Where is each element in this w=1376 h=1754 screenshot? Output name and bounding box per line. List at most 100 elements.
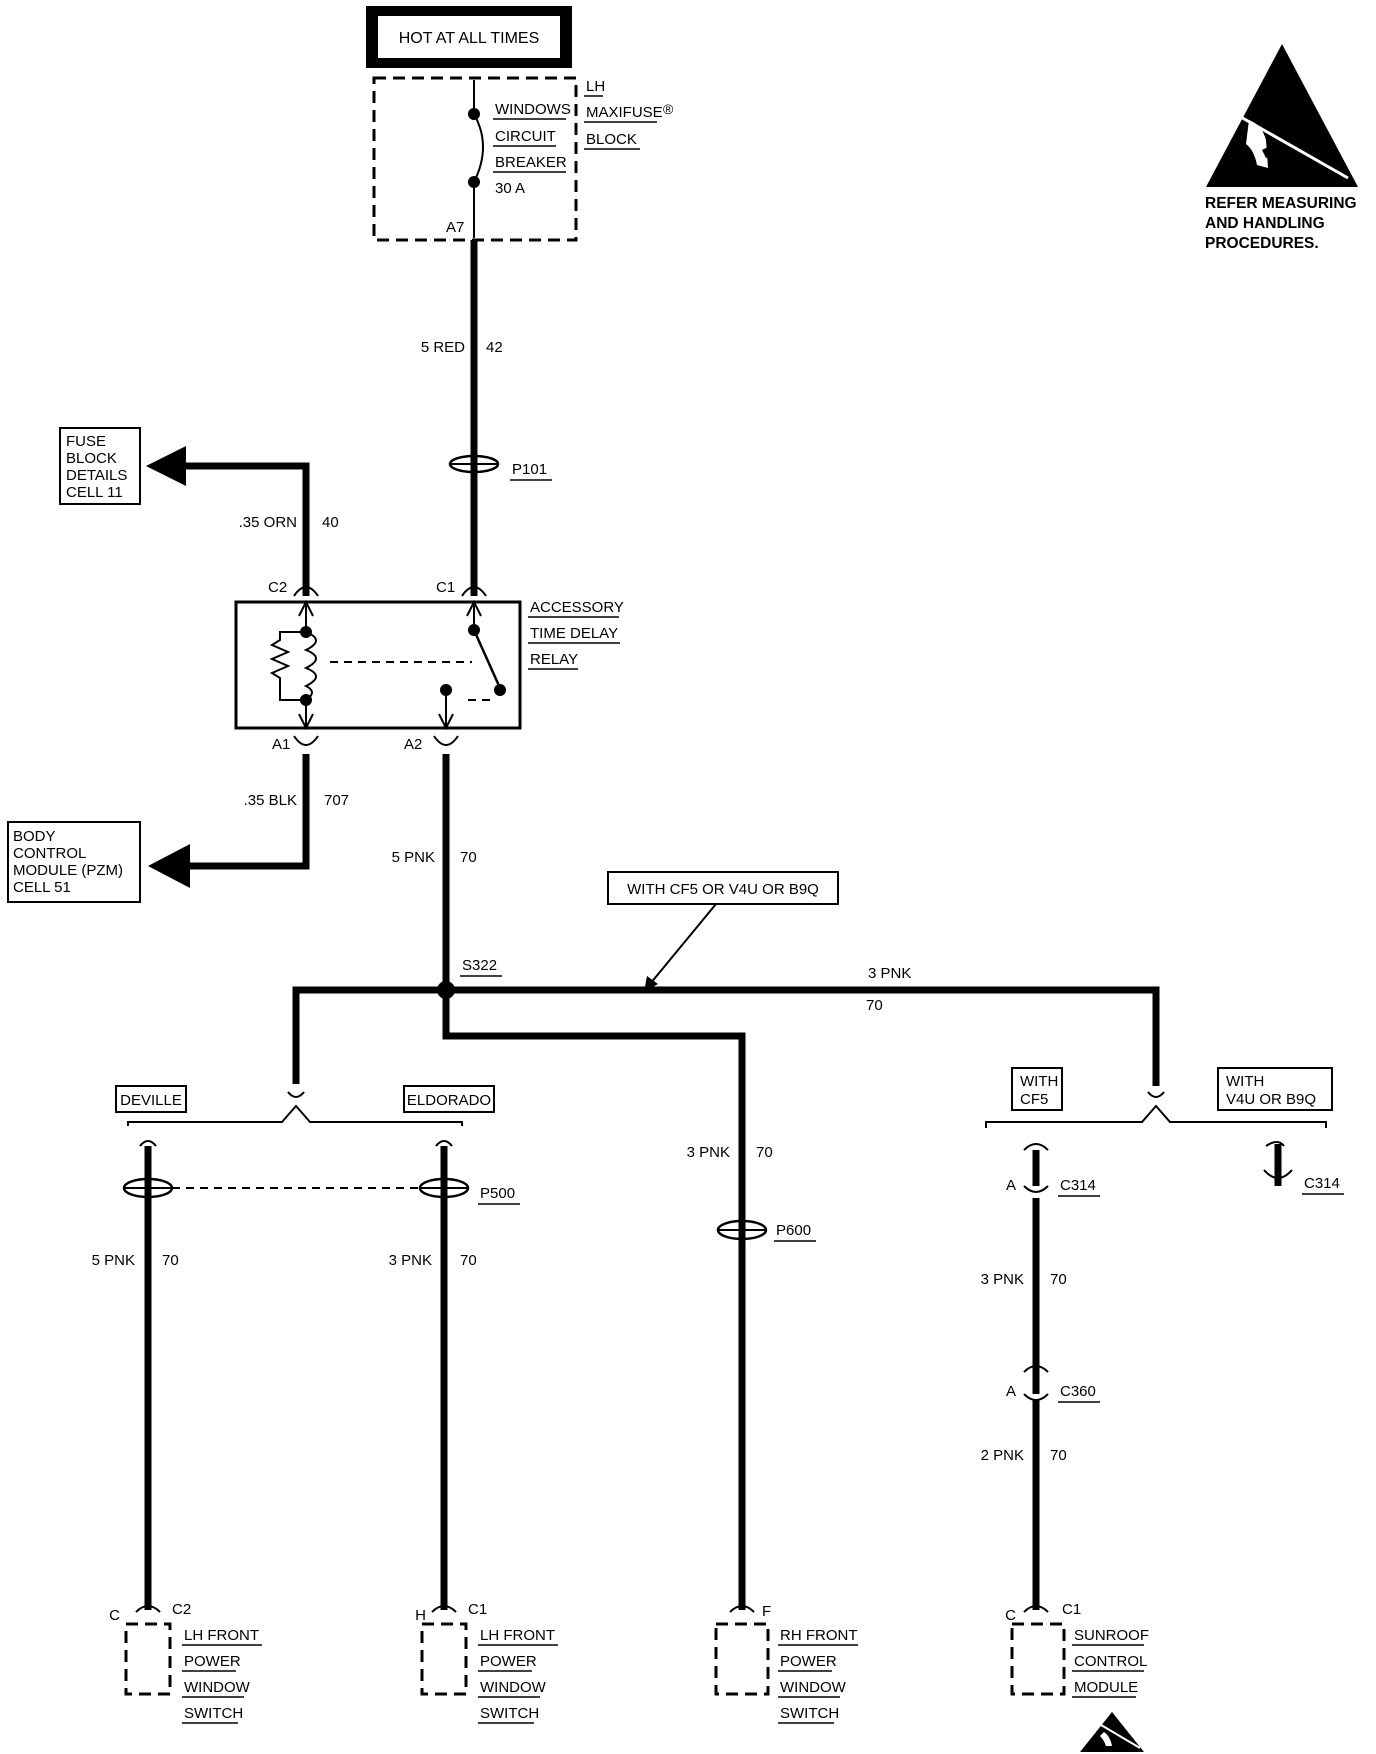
comp1-line-1: LH FRONT <box>184 1627 259 1644</box>
comp1-line-2: POWER <box>184 1653 241 1670</box>
sunroof-option-selector: WITH CF5 WITH V4U OR B9Q <box>985 1067 1333 1128</box>
breaker-line-4: 30 A <box>495 180 525 197</box>
relay-line-3: RELAY <box>530 651 578 668</box>
comp4-connector: C1 <box>1062 1601 1081 1618</box>
with-cf5-line-1: WITH <box>1020 1073 1058 1090</box>
connector-p500: P500 <box>122 1140 520 1610</box>
registered-mark: ® <box>663 101 674 117</box>
option-note: WITH CF5 OR V4U OR B9Q <box>607 871 839 992</box>
comp3-line-3: WINDOW <box>780 1679 847 1696</box>
splice-s322: S322 <box>437 957 502 999</box>
relay-out-size: 5 PNK <box>392 849 435 866</box>
bcm-ref-line-1: BODY <box>13 828 56 845</box>
bcm-ref-line-2: CONTROL <box>13 845 86 862</box>
main-feed-size: 5 RED <box>421 339 465 356</box>
p500-label: P500 <box>480 1185 515 1202</box>
block-line-3: BLOCK <box>586 131 637 148</box>
bcm-wire-size: .35 BLK <box>244 792 297 809</box>
relay-coil-icon <box>269 599 317 731</box>
with-v4u-line-2: V4U OR B9Q <box>1226 1091 1316 1108</box>
fuse-ref-line-1: FUSE <box>66 433 106 450</box>
component-lh-switch-eldorado: H C1 LH FRONT POWER WINDOW SWITCH <box>415 1601 558 1724</box>
relay-term-a2: A2 <box>404 736 422 753</box>
hot-at-all-times-box: HOT AT ALL TIMES <box>366 6 572 68</box>
component-rh-switch: F RH FRONT POWER WINDOW SWITCH <box>714 1603 858 1724</box>
esd-line-3: PROCEDURES. <box>1205 235 1319 252</box>
relay-out-circuit: 70 <box>460 849 477 866</box>
esd-warning-icon <box>1206 44 1358 187</box>
lh-deville-size: 5 PNK <box>92 1252 135 1269</box>
hot-label: HOT AT ALL TIMES <box>399 30 540 47</box>
fuse-wire-circuit: 40 <box>322 514 339 531</box>
comp3-line-4: SWITCH <box>780 1705 839 1722</box>
maxifuse-block: LH MAXIFUSE ® BLOCK WINDOWS CIRCUIT BREA… <box>372 76 674 242</box>
arrow-to-bcm-icon <box>148 844 190 888</box>
block-line-1: LH <box>586 78 605 95</box>
lh-eldorado-size: 3 PNK <box>389 1252 432 1269</box>
sunroof-upper-size: 3 PNK <box>981 1271 1024 1288</box>
wire-to-fuse-block <box>186 462 310 582</box>
lh-deville-circuit: 70 <box>162 1252 179 1269</box>
c314-b-label: C314 <box>1304 1175 1340 1192</box>
comp2-line-4: SWITCH <box>480 1705 539 1722</box>
relay-term-a1: A1 <box>272 736 290 753</box>
rh-wire-size: 3 PNK <box>687 1144 730 1161</box>
bcm-reference: BODY CONTROL MODULE (PZM) CELL 51 <box>7 821 190 903</box>
main-feed-circuit: 42 <box>486 339 503 356</box>
accessory-time-delay-relay: C2 C1 A1 A2 ACCESSORY TIME DELAY <box>234 579 624 753</box>
comp3-line-1: RH FRONT <box>780 1627 858 1644</box>
breaker-line-3: BREAKER <box>495 154 567 171</box>
with-cf5-line-2: CF5 <box>1020 1091 1048 1108</box>
comp1-pin: C <box>109 1607 120 1624</box>
comp4-pin: C <box>1005 1607 1016 1624</box>
relay-switch-icon <box>438 599 506 731</box>
c314-label: C314 <box>1060 1177 1096 1194</box>
relay-term-c2: C2 <box>268 579 287 596</box>
connector-c314: A C314 <box>1006 1143 1100 1197</box>
connector-p101: P101 <box>448 454 552 481</box>
eldorado-label: ELDORADO <box>407 1092 491 1109</box>
comp3-pin: F <box>762 1603 771 1620</box>
sunroof-lower-circuit: 70 <box>1050 1447 1067 1464</box>
c314-pin: A <box>1006 1177 1016 1194</box>
wire-to-deville-option <box>292 986 446 1084</box>
deville-eldorado-selector: DEVILLE ELDORADO <box>115 1085 495 1126</box>
comp4-line-2: CONTROL <box>1074 1653 1147 1670</box>
component-sunroof-module: C C1 SUNROOF CONTROL MODULE <box>1005 1601 1149 1698</box>
esd-line-1: REFER MEASURING <box>1205 195 1357 212</box>
relay-line-2: TIME DELAY <box>530 625 618 642</box>
comp1-connector: C2 <box>172 1601 191 1618</box>
breaker-line-1: WINDOWS <box>495 101 571 118</box>
comp2-connector: C1 <box>468 1601 487 1618</box>
connector-p600: P600 <box>716 1219 816 1242</box>
fuse-ref-line-2: BLOCK <box>66 450 117 467</box>
arrow-to-fuse-block-icon <box>146 446 186 486</box>
comp1-line-4: SWITCH <box>184 1705 243 1722</box>
p600-label: P600 <box>776 1222 811 1239</box>
comp4-line-3: MODULE <box>1074 1679 1138 1696</box>
comp2-line-1: LH FRONT <box>480 1627 555 1644</box>
sunroof-upper-circuit: 70 <box>1050 1271 1067 1288</box>
connector-c360: A C360 <box>1006 1365 1100 1403</box>
comp4-line-1: SUNROOF <box>1074 1627 1149 1644</box>
lh-eldorado-circuit: 70 <box>460 1252 477 1269</box>
comp3-line-2: POWER <box>780 1653 837 1670</box>
bcm-wire-circuit: 707 <box>324 792 349 809</box>
bcm-ref-line-4: CELL 51 <box>13 879 71 896</box>
relay-line-1: ACCESSORY <box>530 599 624 616</box>
terminal-a7: A7 <box>446 219 464 236</box>
with-v4u-line-1: WITH <box>1226 1073 1264 1090</box>
c360-label: C360 <box>1060 1383 1096 1400</box>
comp1-line-3: WINDOW <box>184 1679 251 1696</box>
wire-to-rh-switch <box>442 990 746 1610</box>
block-line-2: MAXIFUSE <box>586 104 663 121</box>
option-note-text: WITH CF5 OR V4U OR B9Q <box>627 881 819 898</box>
wire-to-bcm <box>190 754 310 870</box>
fuse-wire-size: .35 ORN <box>239 514 297 531</box>
sunroof-branch-circuit: 70 <box>866 997 883 1014</box>
deville-label: DEVILLE <box>120 1092 182 1109</box>
sunroof-branch-size: 3 PNK <box>868 965 911 982</box>
s322-label: S322 <box>462 957 497 974</box>
